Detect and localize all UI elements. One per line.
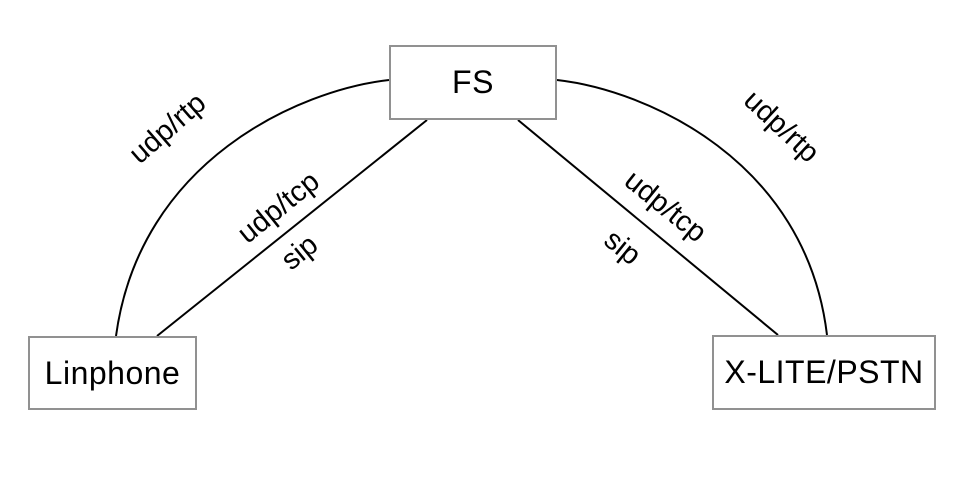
node-linphone-label: Linphone: [44, 354, 181, 391]
node-fs: FS: [389, 45, 557, 120]
node-fs-label: FS: [452, 64, 494, 100]
edge-fs-xlite-rtp-curve: [556, 79, 828, 336]
edge-linphone-fs-sip-line: [156, 119, 428, 337]
node-xlite-pstn: X-LITE/PSTN: [712, 335, 936, 410]
node-linphone: Linphone: [28, 336, 197, 410]
edge-linphone-fs-rtp-curve: [115, 79, 390, 337]
node-xlite-pstn-label: X-LITE/PSTN: [724, 354, 924, 390]
edge-fs-xlite-sip-line: [517, 119, 779, 336]
